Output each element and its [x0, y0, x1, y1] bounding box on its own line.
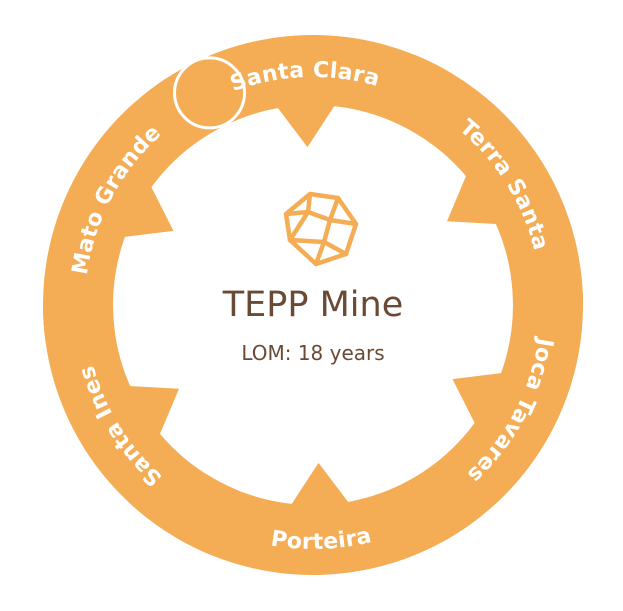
- center-hub: TEPP Mine LOM: 18 years: [222, 191, 403, 365]
- segment-head: [173, 56, 247, 130]
- segment-arrow: [283, 462, 358, 517]
- segment-arrow: [446, 161, 512, 225]
- segment-band: [162, 462, 480, 575]
- segment-band: [43, 62, 226, 343]
- segment-arrow: [452, 371, 517, 437]
- segment-arrow: [268, 93, 343, 148]
- segment-band: [43, 286, 239, 556]
- center-subtitle: LOM: 18 years: [241, 341, 384, 365]
- segment-band: [387, 54, 583, 324]
- gem-icon: [283, 191, 359, 267]
- segment-6: [43, 56, 247, 343]
- segment-arrow: [114, 385, 180, 449]
- segment-arrow: [109, 173, 174, 239]
- center-title: TEPP Mine: [222, 285, 403, 325]
